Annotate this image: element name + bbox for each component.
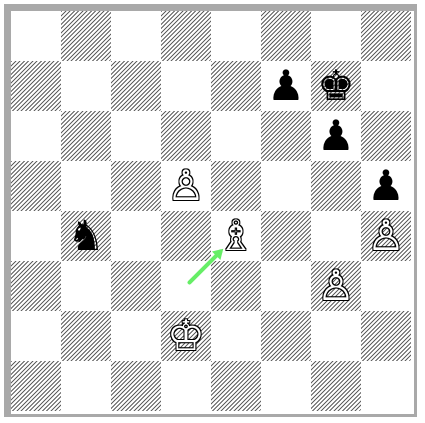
square-h2[interactable] xyxy=(361,311,411,361)
square-g8[interactable] xyxy=(311,11,361,61)
black-knight-b4-icon[interactable]: ♞ xyxy=(61,211,111,261)
square-b8[interactable] xyxy=(61,11,111,61)
square-e7[interactable] xyxy=(211,61,261,111)
square-b3[interactable] xyxy=(61,261,111,311)
square-c6[interactable] xyxy=(111,111,161,161)
square-d3[interactable] xyxy=(161,261,211,311)
square-f3[interactable] xyxy=(261,261,311,311)
square-g6[interactable]: ♟ xyxy=(311,111,361,161)
black-pawn-h5-icon[interactable]: ♟ xyxy=(361,161,411,211)
square-c1[interactable] xyxy=(111,361,161,411)
square-c5[interactable] xyxy=(111,161,161,211)
square-a7[interactable] xyxy=(11,61,61,111)
square-a4[interactable] xyxy=(11,211,61,261)
square-e3[interactable] xyxy=(211,261,261,311)
square-g4[interactable] xyxy=(311,211,361,261)
square-g3[interactable]: ♙ xyxy=(311,261,361,311)
black-king-g7-icon[interactable]: ♚ xyxy=(311,61,361,111)
square-d8[interactable] xyxy=(161,11,211,61)
square-e1[interactable] xyxy=(211,361,261,411)
square-b5[interactable] xyxy=(61,161,111,211)
square-e8[interactable] xyxy=(211,11,261,61)
square-d1[interactable] xyxy=(161,361,211,411)
square-f1[interactable] xyxy=(261,361,311,411)
black-pawn-f7-icon[interactable]: ♟ xyxy=(261,61,311,111)
square-d7[interactable] xyxy=(161,61,211,111)
square-f4[interactable] xyxy=(261,211,311,261)
square-c4[interactable] xyxy=(111,211,161,261)
square-h8[interactable] xyxy=(361,11,411,61)
square-h6[interactable] xyxy=(361,111,411,161)
square-b6[interactable] xyxy=(61,111,111,161)
square-g2[interactable] xyxy=(311,311,361,361)
square-g7[interactable]: ♚ xyxy=(311,61,361,111)
square-h4[interactable]: ♙ xyxy=(361,211,411,261)
square-d2[interactable]: ♔ xyxy=(161,311,211,361)
square-e5[interactable] xyxy=(211,161,261,211)
square-f6[interactable] xyxy=(261,111,311,161)
square-g1[interactable] xyxy=(311,361,361,411)
square-d5[interactable]: ♙ xyxy=(161,161,211,211)
chess-board: ♟♚♟♙♟♞♗♙♙♔ xyxy=(11,11,414,414)
white-king-d2-icon[interactable]: ♔ xyxy=(161,311,211,361)
square-f8[interactable] xyxy=(261,11,311,61)
square-c7[interactable] xyxy=(111,61,161,111)
square-h5[interactable]: ♟ xyxy=(361,161,411,211)
square-b7[interactable] xyxy=(61,61,111,111)
white-bishop-e4-icon[interactable]: ♗ xyxy=(211,211,261,261)
white-pawn-h4-icon[interactable]: ♙ xyxy=(361,211,411,261)
square-d4[interactable] xyxy=(161,211,211,261)
square-h3[interactable] xyxy=(361,261,411,311)
square-a1[interactable] xyxy=(11,361,61,411)
square-a8[interactable] xyxy=(11,11,61,61)
square-h7[interactable] xyxy=(361,61,411,111)
square-f2[interactable] xyxy=(261,311,311,361)
white-pawn-g3-icon[interactable]: ♙ xyxy=(311,261,361,311)
black-pawn-g6-icon[interactable]: ♟ xyxy=(311,111,361,161)
square-h1[interactable] xyxy=(361,361,411,411)
square-a2[interactable] xyxy=(11,311,61,361)
square-c8[interactable] xyxy=(111,11,161,61)
square-d6[interactable] xyxy=(161,111,211,161)
square-e2[interactable] xyxy=(211,311,261,361)
square-a3[interactable] xyxy=(11,261,61,311)
square-e4[interactable]: ♗ xyxy=(211,211,261,261)
square-b4[interactable]: ♞ xyxy=(61,211,111,261)
square-b2[interactable] xyxy=(61,311,111,361)
square-a5[interactable] xyxy=(11,161,61,211)
square-f5[interactable] xyxy=(261,161,311,211)
square-c2[interactable] xyxy=(111,311,161,361)
square-c3[interactable] xyxy=(111,261,161,311)
square-b1[interactable] xyxy=(61,361,111,411)
white-pawn-d5-icon[interactable]: ♙ xyxy=(161,161,211,211)
square-e6[interactable] xyxy=(211,111,261,161)
square-a6[interactable] xyxy=(11,111,61,161)
square-f7[interactable]: ♟ xyxy=(261,61,311,111)
square-g5[interactable] xyxy=(311,161,361,211)
